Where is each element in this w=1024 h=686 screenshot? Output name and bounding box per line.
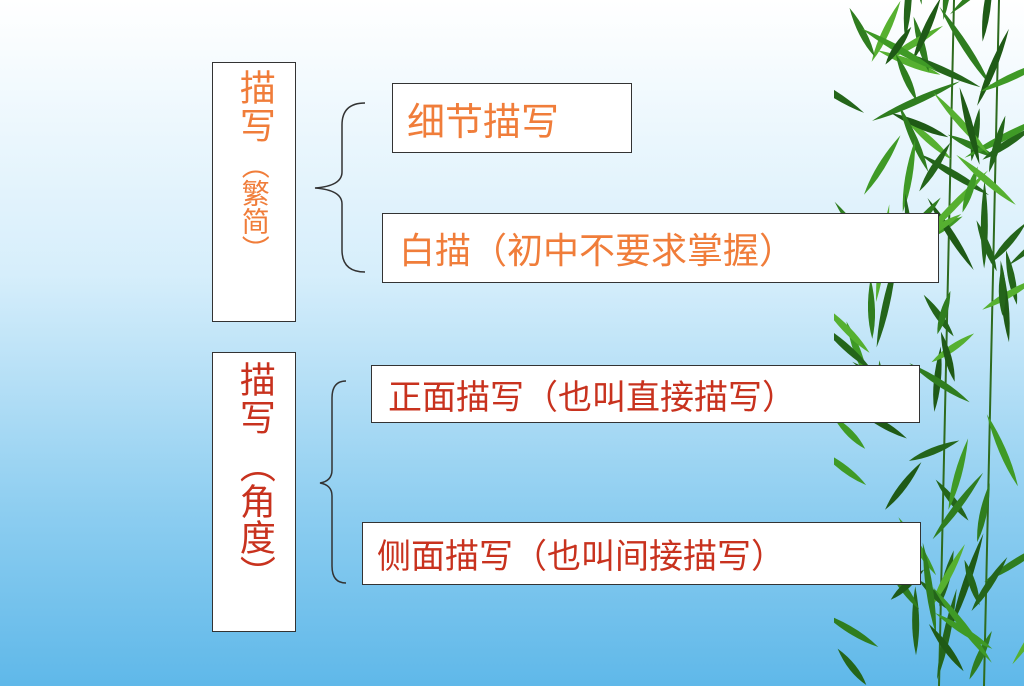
bamboo-leaf	[903, 0, 912, 39]
category-title: 描写	[233, 361, 275, 437]
bamboo-leaf	[986, 414, 1018, 487]
bamboo-leaf	[902, 139, 916, 212]
bamboo-leaf	[891, 112, 949, 138]
category-box-jiaodu: 描写 （角度）	[212, 352, 296, 632]
bamboo-leaf	[927, 198, 974, 270]
item-label: 正面描写（也叫直接描写）	[388, 377, 796, 418]
brace-2	[319, 380, 347, 584]
bamboo-leaf	[834, 70, 865, 113]
bamboo-leaves-icon	[834, 0, 1024, 686]
bamboo-leaf	[849, 7, 875, 57]
bamboo-leaf	[871, 0, 901, 62]
bamboo-leaf	[885, 26, 912, 65]
item-box-cemian: 侧面描写（也叫间接描写）	[362, 522, 921, 585]
bamboo-leaf	[942, 0, 953, 20]
category-subtitle: （角度）	[233, 447, 275, 591]
bamboo-leaf	[948, 438, 969, 510]
bamboo-leaf	[937, 290, 951, 335]
bamboo-leaf	[951, 533, 984, 628]
bamboo-leaf	[895, 54, 917, 101]
bamboo-leaf	[872, 81, 961, 121]
bamboo-leaf	[864, 135, 901, 195]
bamboo-leaf	[928, 623, 964, 672]
bamboo-leaf	[964, 114, 1024, 158]
category-box-fanjian: 描写 （繁简）	[212, 62, 296, 322]
bamboo-leaf	[922, 542, 937, 635]
item-label: 细节描写	[407, 99, 560, 144]
item-box-xijie: 细节描写	[392, 83, 632, 153]
category-subtitle: （繁简）	[237, 151, 271, 263]
bamboo-leaf	[982, 0, 993, 42]
bamboo-leaf	[834, 613, 879, 647]
bamboo-leaf	[923, 294, 954, 337]
bamboo-leaf	[919, 142, 951, 192]
bamboo-leaf	[904, 117, 952, 160]
bamboo-leaf	[908, 440, 960, 461]
item-label: 侧面描写（也叫间接描写）	[377, 537, 785, 577]
item-label: 白描（初中不要求掌握）	[399, 231, 796, 272]
bamboo-leaf	[932, 586, 992, 663]
bamboo-leaf	[912, 0, 941, 61]
bamboo-leaf	[931, 333, 975, 363]
bamboo-leaf	[930, 544, 965, 608]
bamboo-leaf	[976, 220, 997, 272]
item-box-zhengmian: 正面描写（也叫直接描写）	[371, 365, 920, 423]
bamboo-leaf	[990, 222, 1024, 264]
bamboo-leaf	[909, 363, 970, 403]
bamboo-leaf	[977, 483, 990, 543]
bamboo-leaf	[932, 472, 984, 540]
bamboo-leaf	[989, 115, 1006, 173]
bamboo-leaf	[1012, 588, 1024, 665]
bamboo-leaf	[834, 305, 870, 353]
bamboo-leaf	[956, 154, 1016, 205]
brace-1	[314, 102, 366, 273]
bamboo-leaf	[959, 87, 980, 165]
bamboo-leaf	[979, 59, 1024, 92]
bamboo-leaf	[834, 416, 866, 449]
bamboo-leaf	[962, 166, 978, 213]
bamboo-leaf	[834, 323, 873, 371]
bamboo-leaf	[964, 559, 980, 606]
bamboo-leaf	[940, 331, 955, 382]
bamboo-leaf	[977, 28, 1009, 106]
bamboo-leaf	[971, 557, 1008, 611]
bamboo-leaf	[834, 449, 867, 486]
item-box-baimiao: 白描（初中不要求掌握）	[382, 213, 939, 283]
category-title: 描写	[233, 69, 275, 145]
bamboo-leaf	[898, 105, 929, 172]
bamboo-leaf	[868, 278, 875, 339]
bamboo-leaf	[837, 648, 867, 685]
bamboo-leaf	[877, 50, 941, 75]
bamboo-leaf	[885, 462, 922, 510]
bamboo-leaf	[969, 630, 992, 680]
bamboo-leaf	[998, 265, 1006, 316]
